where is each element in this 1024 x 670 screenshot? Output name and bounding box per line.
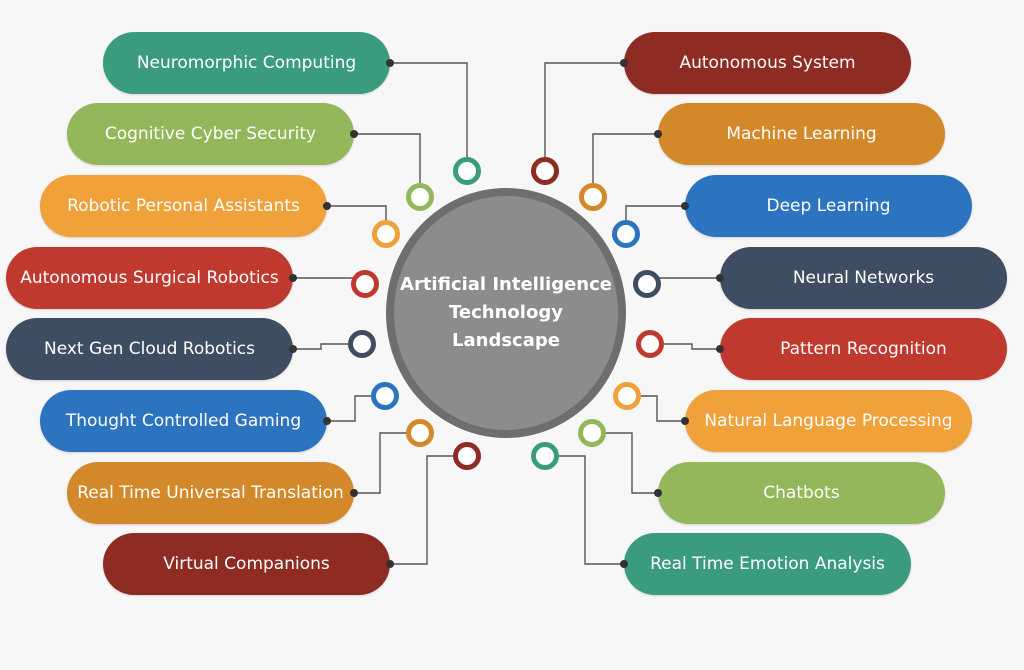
connector-left-4: [293, 343, 348, 350]
connector-right-4: [664, 343, 720, 350]
connector-endpoint-dot: [350, 489, 358, 497]
connector-left-7: [390, 455, 453, 565]
node-label: Real Time Universal Translation: [77, 483, 344, 503]
node-real-time-universal-translation: Real Time Universal Translation: [67, 462, 354, 524]
connector-right-6: [606, 432, 658, 494]
connector-endpoint-dot: [620, 59, 628, 67]
connector-ring: [406, 419, 434, 447]
node-label: Next Gen Cloud Robotics: [43, 339, 255, 359]
connector-right-7: [559, 455, 624, 565]
connector-endpoint-dot: [386, 560, 394, 568]
node-natural-language-processing: Natural Language Processing: [685, 390, 972, 452]
connector-ring: [371, 382, 399, 410]
connector-ring: [453, 157, 481, 185]
node-label: Real Time Emotion Analysis: [650, 554, 885, 574]
connector-right-1: [592, 133, 658, 183]
node-label: Thought Controlled Gaming: [65, 411, 302, 431]
connector-ring: [453, 442, 481, 470]
node-autonomous-surgical-robotics: Autonomous Surgical Robotics: [6, 247, 293, 309]
node-autonomous-system: Autonomous System: [624, 32, 911, 94]
node-real-time-emotion-analysis: Real Time Emotion Analysis: [624, 533, 911, 595]
connector-endpoint-dot: [681, 417, 689, 425]
connector-left-5: [327, 395, 371, 422]
node-label: Chatbots: [763, 483, 840, 503]
node-label: Natural Language Processing: [704, 411, 953, 431]
node-chatbots: Chatbots: [658, 462, 945, 524]
connector-ring: [351, 270, 379, 298]
connector-endpoint-dot: [654, 130, 662, 138]
connector-ring: [578, 419, 606, 447]
center-title: Artificial Intelligence Technology Lands…: [400, 271, 612, 355]
connector-left-1: [354, 133, 421, 183]
connector-ring: [348, 330, 376, 358]
connector-right-0: [544, 62, 624, 157]
node-label: Autonomous Surgical Robotics: [20, 268, 279, 288]
node-label: Autonomous System: [679, 53, 856, 73]
node-neuromorphic-computing: Neuromorphic Computing: [103, 32, 390, 94]
node-label: Deep Learning: [766, 196, 891, 216]
connector-ring: [613, 382, 641, 410]
node-label: Machine Learning: [726, 124, 877, 144]
connector-left-2: [327, 205, 387, 220]
connector-ring: [579, 183, 607, 211]
connector-right-2: [625, 205, 685, 220]
connector-ring: [406, 183, 434, 211]
connector-endpoint-dot: [681, 202, 689, 210]
connector-endpoint-dot: [716, 274, 724, 282]
connector-endpoint-dot: [289, 345, 297, 353]
node-label: Cognitive Cyber Security: [104, 124, 317, 144]
node-machine-learning: Machine Learning: [658, 103, 945, 165]
center-title-line-3: Landscape: [452, 330, 560, 351]
connector-endpoint-dot: [323, 417, 331, 425]
node-label: Neural Networks: [792, 268, 935, 288]
node-virtual-companions: Virtual Companions: [103, 533, 390, 595]
node-label: Pattern Recognition: [780, 339, 947, 359]
connector-left-0: [390, 62, 468, 157]
node-label: Robotic Personal Assistants: [67, 196, 300, 216]
connector-endpoint-dot: [350, 130, 358, 138]
node-deep-learning: Deep Learning: [685, 175, 972, 237]
node-robotic-personal-assistants: Robotic Personal Assistants: [40, 175, 327, 237]
connector-ring: [531, 442, 559, 470]
connector-ring: [531, 157, 559, 185]
node-label: Neuromorphic Computing: [136, 53, 357, 73]
connector-ring: [372, 220, 400, 248]
connector-endpoint-dot: [289, 274, 297, 282]
connector-left-6: [354, 432, 406, 494]
center-title-line-1: Artificial Intelligence: [400, 274, 612, 295]
connector-ring: [636, 330, 664, 358]
node-neural-networks: Neural Networks: [720, 247, 1007, 309]
center-title-line-2: Technology: [449, 302, 563, 323]
connector-ring: [633, 270, 661, 298]
connector-endpoint-dot: [386, 59, 394, 67]
connector-right-5: [641, 395, 685, 422]
connector-endpoint-dot: [716, 345, 724, 353]
node-thought-controlled-gaming: Thought Controlled Gaming: [40, 390, 327, 452]
node-cognitive-cyber-security: Cognitive Cyber Security: [67, 103, 354, 165]
node-pattern-recognition: Pattern Recognition: [720, 318, 1007, 380]
connector-ring: [612, 220, 640, 248]
connector-endpoint-dot: [654, 489, 662, 497]
connector-endpoint-dot: [323, 202, 331, 210]
node-next-gen-cloud-robotics: Next Gen Cloud Robotics: [6, 318, 293, 380]
connector-endpoint-dot: [620, 560, 628, 568]
center-hub: Artificial Intelligence Technology Lands…: [386, 188, 626, 438]
node-label: Virtual Companions: [163, 554, 330, 574]
